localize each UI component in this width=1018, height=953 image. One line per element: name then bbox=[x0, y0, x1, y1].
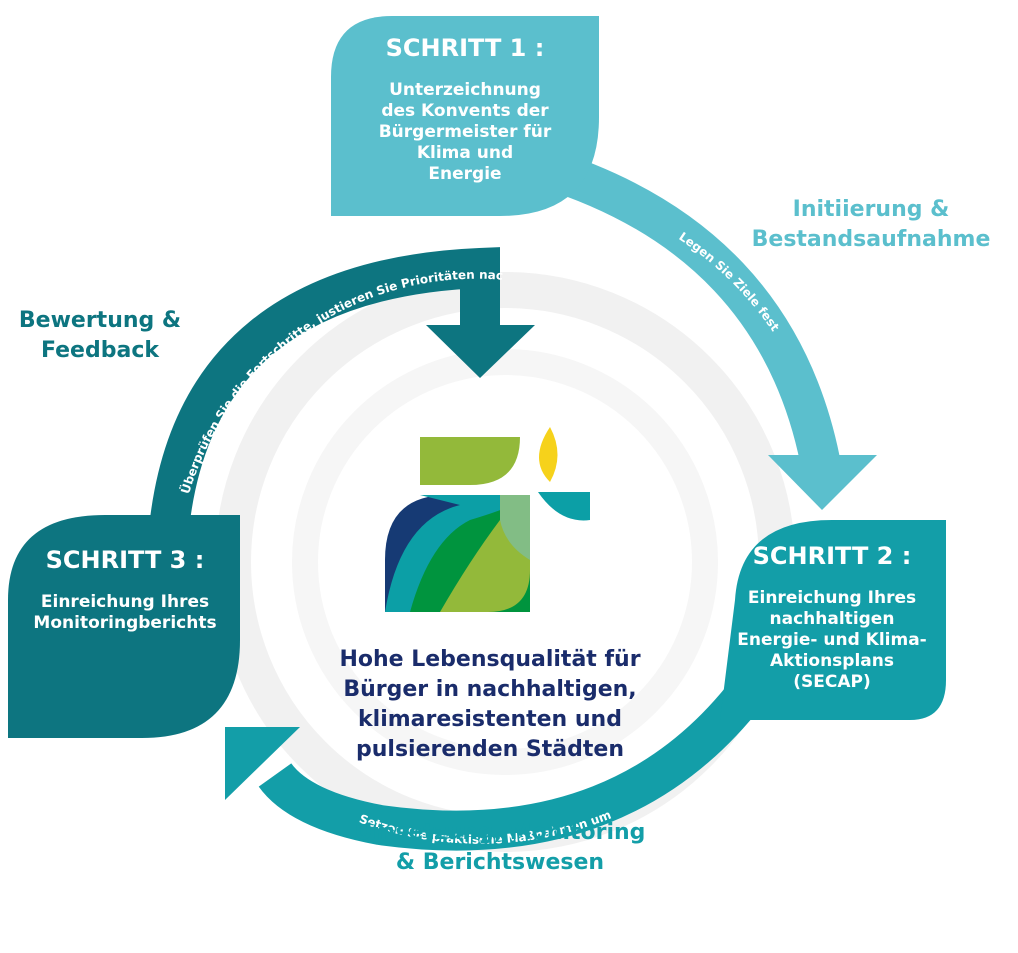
covenant-of-mayors-logo-icon bbox=[385, 427, 590, 612]
step-3-text: SCHRITT 3 : Einreichung Ihres Monitoring… bbox=[10, 546, 240, 634]
phase-line: Bewertung & bbox=[18, 308, 182, 333]
step-1-desc-line: Unterzeichnung bbox=[389, 80, 541, 100]
step-1-desc-line: Bürgermeister für bbox=[378, 122, 552, 142]
center-statement-line: Hohe Lebensqualität für bbox=[339, 647, 641, 672]
step-2-description: Einreichung Ihres nachhaltigen Energie- … bbox=[722, 588, 942, 693]
phase-line: Umsetzung, Monitoring bbox=[354, 820, 646, 845]
phase-line: Feedback bbox=[41, 338, 159, 363]
center-statement-line: pulsierenden Städten bbox=[356, 737, 624, 762]
arrow-implement-band bbox=[258, 663, 777, 851]
background-ring-inner bbox=[292, 349, 718, 775]
step-2-leaf bbox=[720, 520, 946, 720]
step-1-desc-line: Energie bbox=[428, 164, 502, 184]
step-3-title: SCHRITT 3 : bbox=[45, 546, 205, 574]
phase-evaluation-label: Bewertung & Feedback bbox=[0, 306, 200, 366]
step-3-desc-line: Monitoringberichts bbox=[33, 613, 217, 633]
step-3-description: Einreichung Ihres Monitoringberichts bbox=[10, 592, 240, 634]
phase-line: Initiierung & bbox=[792, 197, 950, 222]
step-2-title: SCHRITT 2 : bbox=[752, 542, 912, 570]
step-2-desc-line: (SECAP) bbox=[793, 672, 871, 692]
arrow-set-goals-head bbox=[768, 455, 877, 510]
center-statement-line: Bürger in nachhaltigen, bbox=[343, 677, 637, 702]
phase-initiation-label: Initiierung & Bestandsaufnahme bbox=[736, 195, 1006, 255]
step-2-desc-line: Aktionsplans bbox=[769, 651, 894, 671]
step-2-desc-line: nachhaltigen bbox=[769, 609, 895, 629]
phase-implementation-label: Umsetzung, Monitoring & Berichtswesen bbox=[330, 818, 670, 878]
arrow-review-band bbox=[150, 247, 500, 523]
step-2-text: SCHRITT 2 : Einreichung Ihres nachhaltig… bbox=[722, 542, 942, 693]
center-statement-line: klimaresistenten und bbox=[358, 707, 622, 732]
phase-line: & Berichtswesen bbox=[395, 850, 605, 875]
center-statement: Hohe Lebensqualität für Bürger in nachha… bbox=[300, 645, 680, 765]
phase-line: Bestandsaufnahme bbox=[751, 227, 991, 252]
step-3-desc-line: Einreichung Ihres bbox=[40, 592, 210, 612]
step-1-description: Unterzeichnung des Konvents der Bürgerme… bbox=[331, 80, 599, 185]
step-3-leaf bbox=[8, 515, 240, 738]
step-1-desc-line: Klima und bbox=[416, 143, 514, 163]
step-1-text: SCHRITT 1 : Unterzeichnung des Konvents … bbox=[331, 34, 599, 185]
step-1-title: SCHRITT 1 : bbox=[385, 34, 545, 62]
step-2-desc-line: Energie- und Klima- bbox=[737, 630, 927, 650]
step-1-leaf bbox=[331, 16, 599, 216]
arrow-implement-head bbox=[225, 727, 300, 800]
arrow-review-head bbox=[426, 325, 535, 378]
arrow-set-goals-band bbox=[539, 148, 840, 465]
step-2-desc-line: Einreichung Ihres bbox=[747, 588, 917, 608]
step-1-desc-line: des Konvents der bbox=[381, 101, 549, 121]
